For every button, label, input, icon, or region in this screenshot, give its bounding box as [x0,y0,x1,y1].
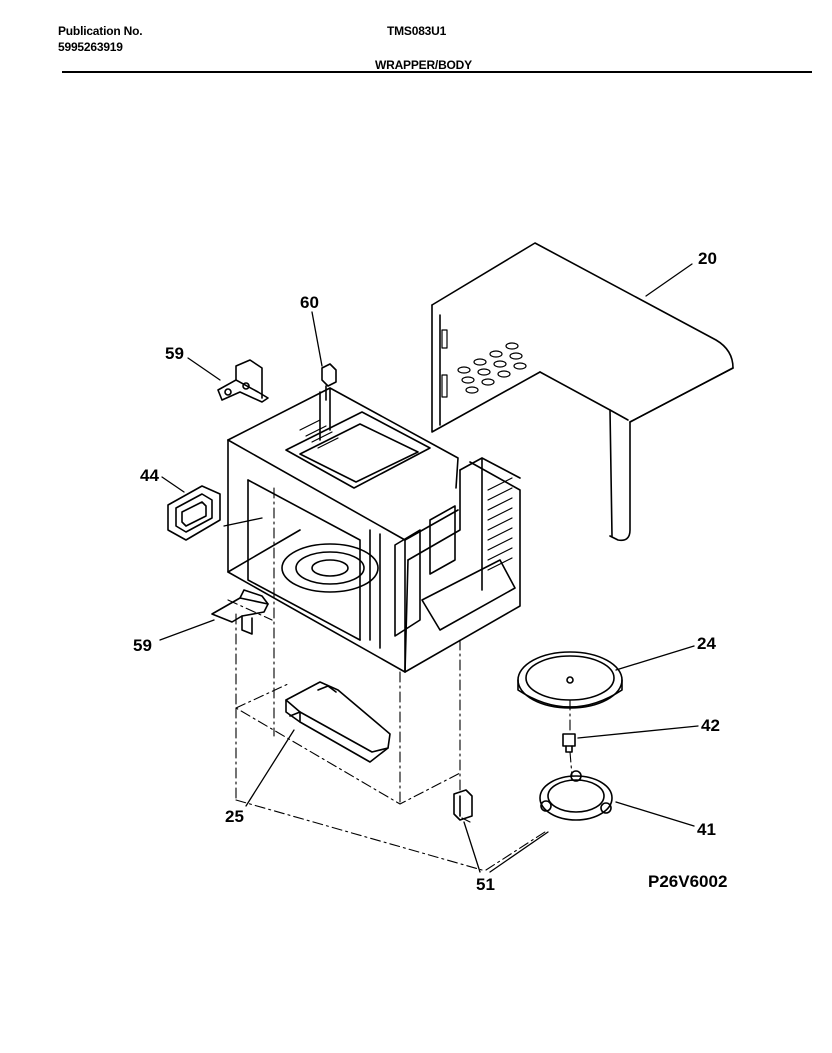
publication-number: 5995263919 [58,40,123,54]
callout-51: 51 [476,875,495,894]
oven-body-part [227,387,521,673]
publication-label: Publication No. [58,24,143,38]
callout-59-lower: 59 [133,636,152,655]
callout-59-upper: 59 [165,344,184,363]
callout-20: 20 [698,249,717,268]
callout-44: 44 [140,466,159,485]
pad-44 [167,485,221,541]
section-title: WRAPPER/BODY [375,58,472,72]
hinge-upper-59 [217,359,269,403]
coupler-42 [562,733,576,753]
callout-41: 41 [697,820,716,839]
roller-ring-41 [539,770,613,821]
model-number: TMS083U1 [387,24,447,38]
hinge-lower-59 [211,589,269,635]
callout-60: 60 [300,293,319,312]
tray-25 [285,681,391,763]
fastener-60 [321,363,337,401]
callout-25: 25 [225,807,244,826]
latch-51 [453,789,473,821]
callout-42: 42 [701,716,720,735]
header-rule [62,71,812,73]
figure-code: P26V6002 [648,872,728,891]
callout-24: 24 [697,634,716,653]
wrapper-part [431,242,734,542]
